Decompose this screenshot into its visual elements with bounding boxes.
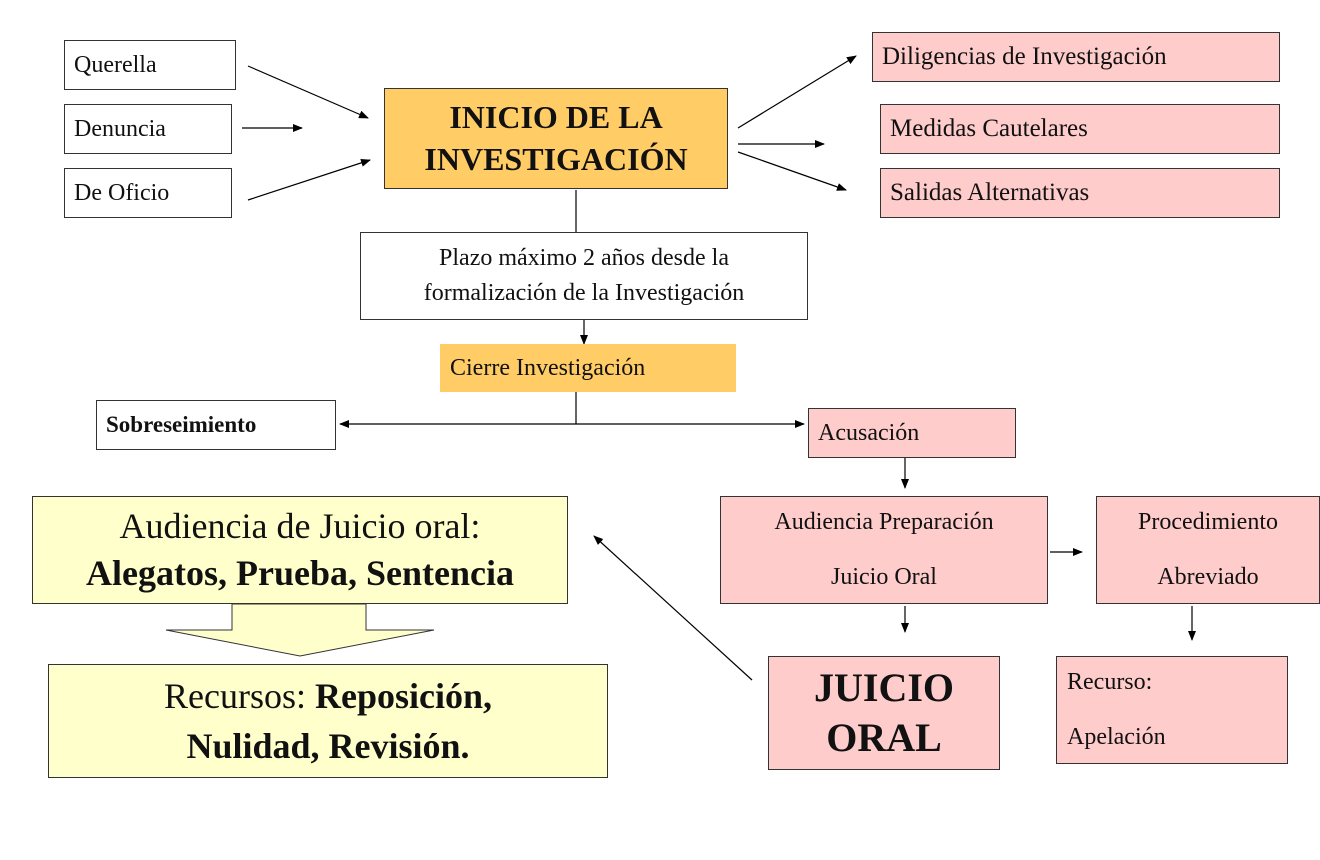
juicio-oral-line2: ORAL: [826, 715, 942, 760]
juicio-oral-line1: JUICIO: [813, 665, 955, 710]
audiencia-juicio-line1: Audiencia de Juicio oral:: [119, 506, 481, 547]
denuncia-label: Denuncia: [74, 116, 166, 142]
medidas-label: Medidas Cautelares: [890, 115, 1088, 143]
audiencia-juicio-oral-box: Audiencia de Juicio oral: Alegatos, Prue…: [32, 496, 568, 604]
oficio-label: De Oficio: [74, 180, 170, 206]
recursos-prefix: Recursos:: [164, 675, 315, 716]
audiencia-juicio-line2: Alegatos, Prueba, Sentencia: [86, 553, 514, 593]
medidas-box: Medidas Cautelares: [880, 104, 1280, 154]
audiencia-prep-line2: Juicio Oral: [831, 564, 937, 590]
recurso-apelacion-line2: Apelación: [1067, 724, 1166, 750]
acusacion-box: Acusación: [808, 408, 1016, 458]
inicio-investigacion-box: INICIO DE LA INVESTIGACIÓN: [384, 88, 728, 189]
down-arrow-icon: [165, 603, 435, 657]
acusacion-label: Acusación: [818, 420, 920, 446]
procedimiento-abreviado-box: Procedimiento Abreviado: [1096, 496, 1320, 604]
inicio-line2: INVESTIGACIÓN: [424, 140, 688, 177]
querella-label: Querella: [74, 52, 157, 78]
recurso-apelacion-box: Recurso: Apelación: [1056, 656, 1288, 764]
juicio-oral-box: JUICIO ORAL: [768, 656, 1000, 770]
diligencias-box: Diligencias de Investigación: [872, 32, 1280, 82]
arrow-inicio-diligencias: [737, 55, 857, 129]
recurso-apelacion-line1: Recurso:: [1067, 668, 1153, 695]
audiencia-preparacion-box: Audiencia Preparación Juicio Oral: [720, 496, 1048, 604]
salidas-label: Salidas Alternativas: [890, 179, 1090, 207]
inicio-line1: INICIO DE LA: [449, 98, 663, 135]
denuncia-box: Denuncia: [64, 104, 232, 154]
audiencia-prep-line1: Audiencia Preparación: [774, 508, 994, 535]
plazo-line1: Plazo máximo 2 años desde la: [439, 245, 729, 272]
salidas-box: Salidas Alternativas: [880, 168, 1280, 218]
recursos-line1-bold: Reposición,: [314, 675, 492, 716]
querella-box: Querella: [64, 40, 236, 90]
recursos-box: Recursos: Reposición, Nulidad, Revisión.: [48, 664, 608, 778]
procedimiento-line2: Abreviado: [1157, 564, 1259, 590]
recursos-line1: Recursos: Reposición,: [164, 671, 492, 721]
cierre-box: Cierre Investigación: [440, 344, 736, 392]
arrow-querella-inicio: [247, 65, 369, 119]
sobreseimiento-label: Sobreseimiento: [106, 411, 257, 437]
sobreseimiento-box: Sobreseimiento: [96, 400, 336, 450]
cierre-label: Cierre Investigación: [450, 355, 646, 381]
arrow-oficio-inicio: [247, 159, 371, 201]
recursos-line2: Nulidad, Revisión.: [186, 726, 470, 766]
arrow-inicio-salidas: [737, 151, 847, 191]
arrow-juicio-audiencia-juicio: [593, 535, 753, 681]
oficio-box: De Oficio: [64, 168, 232, 218]
plazo-line2: formalización de la Investigación: [423, 280, 745, 306]
plazo-box: Plazo máximo 2 años desde la formalizaci…: [360, 232, 808, 320]
diligencias-label: Diligencias de Investigación: [882, 43, 1167, 71]
procedimiento-line1: Procedimiento: [1138, 508, 1278, 535]
